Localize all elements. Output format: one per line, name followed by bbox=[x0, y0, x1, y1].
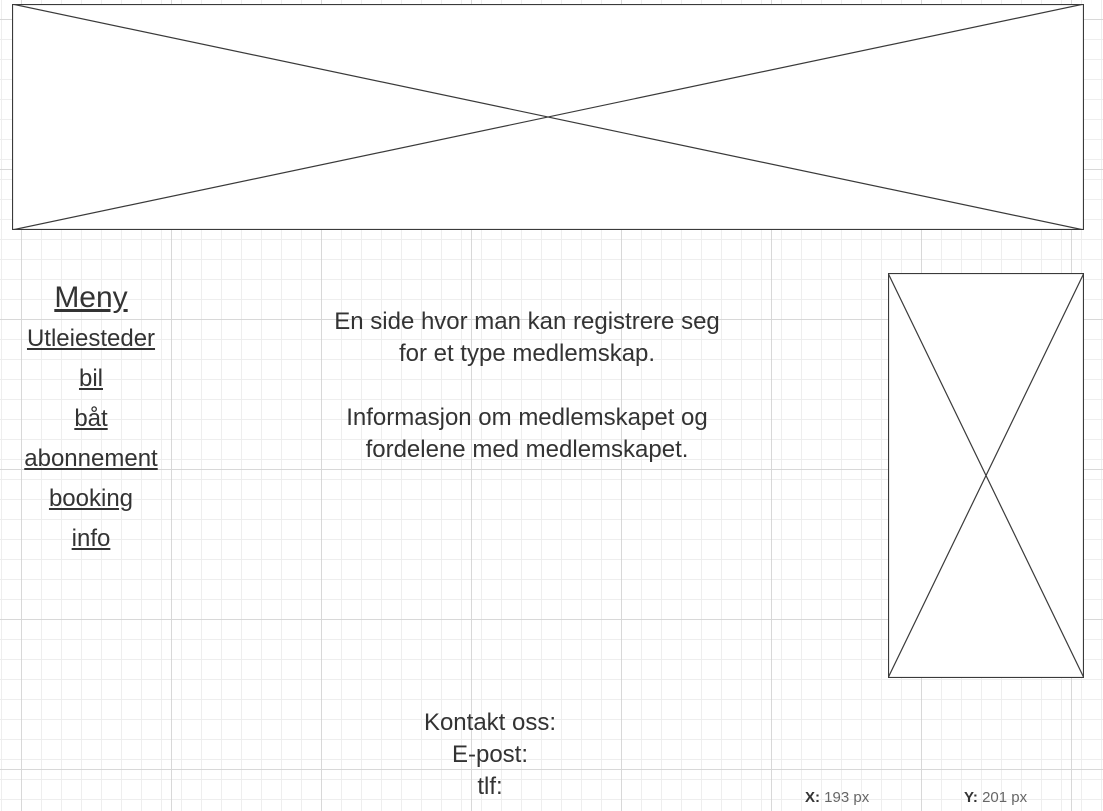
main-content-text: En side hvor man kan registrere seg for … bbox=[292, 306, 762, 466]
phone-label: tlf: bbox=[477, 773, 503, 800]
contact-heading: Kontakt oss: bbox=[423, 709, 557, 736]
menu-item-abonnement[interactable]: abonnement bbox=[24, 445, 158, 472]
banner-image-placeholder[interactable] bbox=[12, 4, 1084, 230]
side-image-placeholder[interactable] bbox=[888, 273, 1084, 678]
menu-item-utleiesteder[interactable]: Utleiesteder bbox=[26, 325, 156, 352]
side-menu: Meny Utleiesteder bil båt abonnement boo… bbox=[8, 278, 174, 559]
menu-item-bil[interactable]: bil bbox=[78, 365, 103, 392]
email-label: E-post: bbox=[451, 741, 529, 768]
image-placeholder-icon bbox=[12, 4, 1084, 230]
content-paragraph-line: fordelene med medlemskapet. bbox=[365, 436, 689, 463]
paragraph-spacer bbox=[292, 370, 762, 402]
content-paragraph-line: for et type medlemskap. bbox=[398, 340, 656, 367]
y-coordinate-value: 201 px bbox=[982, 789, 1028, 806]
menu-heading-link[interactable]: Meny bbox=[54, 281, 128, 314]
menu-item-info[interactable]: info bbox=[71, 525, 111, 552]
y-coordinate-label: Y: bbox=[964, 789, 978, 806]
cursor-x-readout: X: 193 px bbox=[805, 789, 869, 807]
menu-item-booking[interactable]: booking bbox=[48, 485, 134, 512]
x-coordinate-value: 193 px bbox=[824, 789, 870, 806]
cursor-y-readout: Y: 201 px bbox=[964, 789, 1027, 807]
x-coordinate-label: X: bbox=[805, 789, 820, 806]
menu-item-bat[interactable]: båt bbox=[74, 405, 108, 432]
content-paragraph-line: En side hvor man kan registrere seg bbox=[334, 308, 720, 335]
contact-footer: Kontakt oss: E-post: tlf: bbox=[380, 707, 600, 803]
content-paragraph-line: Informasjon om medlemskapet og bbox=[346, 404, 708, 431]
image-placeholder-icon bbox=[888, 273, 1084, 678]
